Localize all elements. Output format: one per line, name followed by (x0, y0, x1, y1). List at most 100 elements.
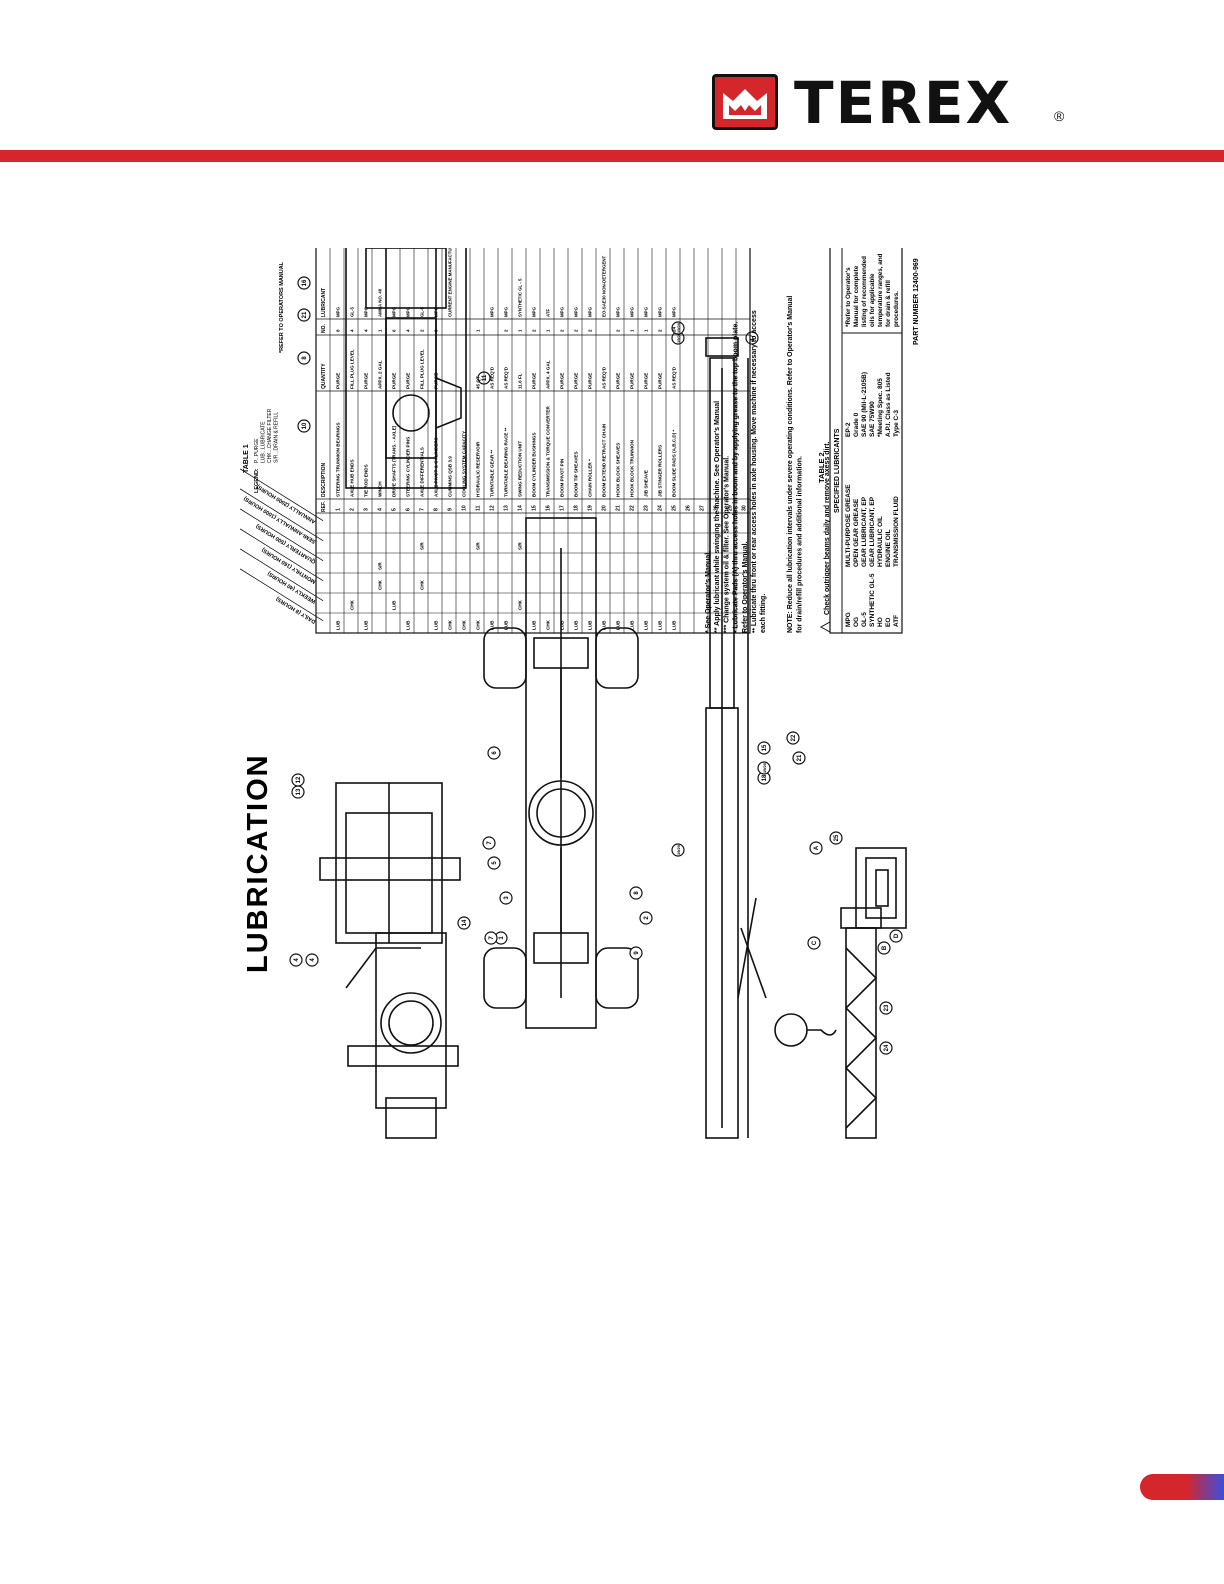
table-row-quantity: AS REQ'D (672, 366, 677, 389)
table-row-count: 2 (658, 329, 663, 332)
interval-header-rule (239, 568, 324, 622)
callout-marker: 10 (297, 419, 311, 433)
table-row-interval-mark: CHK (518, 599, 523, 610)
table-row-ref: 11 (476, 505, 482, 511)
callout-circle (879, 1041, 893, 1055)
callout-number: 21 (302, 311, 308, 318)
table1-note: *REFER TO OPERATORS MANUAL (279, 261, 285, 353)
lubricant-name: GEAR LUBRICANT, EP (869, 496, 876, 567)
footnote-line: •• Lubricate thru front or rear access h… (751, 310, 758, 633)
table-row-ref: 19 (588, 505, 594, 511)
callout-circle (639, 911, 653, 925)
table-row-count: 4 (350, 329, 355, 332)
table-row-lubricant: ATF (546, 308, 551, 317)
table-row-description: JIB STINGER ROLLERS (658, 445, 663, 497)
callout-marker: 16 (297, 276, 311, 290)
callout-number: 8 (302, 356, 308, 360)
table-row-interval-mark: CHK (546, 619, 551, 630)
callout-marker: 14 (457, 916, 471, 930)
callout-number: 14 (462, 919, 468, 926)
table-row-count: 1 (476, 329, 481, 332)
interval-header-rule (239, 528, 324, 582)
table-row-interval-mark: LUB (392, 600, 397, 610)
table-row-interval-mark: LUB (672, 620, 677, 630)
callout-marker: 21 (297, 308, 311, 322)
table1-legend-item: LUB...LUBRICATE (261, 421, 267, 463)
table-row-description: AXLE DIFFERENTIALS (420, 447, 425, 497)
table-row-ref: 7 (420, 508, 426, 511)
callout-number: D (894, 933, 900, 938)
callout-circle (877, 941, 891, 955)
table-row-description: HOOK BLOCK SHEAVES (616, 443, 621, 497)
jib-diagram (840, 907, 882, 1139)
table-row-lubricant: MPG (364, 306, 369, 317)
table1-legend-item: P...PURGE (254, 438, 260, 463)
table-row-ref: 5 (392, 508, 398, 511)
table-row-description: STEERING CYLINDER PINS (406, 437, 411, 497)
table-row-lubricant: MPG (658, 306, 663, 317)
crown-logo-icon (712, 74, 778, 130)
callout-number: 4 (310, 958, 316, 962)
table-row-interval-mark: LUB (616, 620, 621, 630)
page-title: LUBRICATION (242, 753, 274, 973)
lubricant-spec: A.P.I. Class as Listed (885, 372, 892, 437)
table-row-description: HOOK BLOCK TRUNNION (630, 439, 635, 497)
table-row-lubricant: EO-SAE30 NON-DETERGENT (602, 255, 607, 317)
lubricant-code: EO (885, 618, 892, 627)
table-row-ref: 30 (742, 505, 748, 511)
table-row-interval-mark: LUB (406, 620, 411, 630)
callout-circle (499, 891, 513, 905)
callout-circle (297, 276, 311, 290)
part-number: PART NUMBER 12400-969 (913, 258, 920, 345)
table-row-quantity: PURGE (532, 373, 537, 389)
callout-number: 7 (489, 936, 495, 940)
table-row-description: CUMMINS QSB 3.9 (448, 456, 453, 497)
table1-caption: TABLE 1 (243, 444, 250, 473)
table-row-description: BOOM TIP SHEAVES (574, 451, 579, 497)
brand-name: TEREX (794, 69, 1013, 137)
table-row-lubricant: CURRENT ENGINE MANUFACTURER'S MANUAL (448, 248, 453, 317)
table2-side-note: *Refer to Operator's (845, 267, 852, 327)
lubricant-spec: SAE 90 (Mil-L-2105B) (861, 372, 868, 437)
table2-side-note: Manual for complete (853, 265, 860, 327)
note-line: for drain/refill procedures and addition… (797, 456, 804, 633)
lubricant-name: MULTI-PURPOSE GREASE (845, 484, 852, 567)
callout-marker: 19/20 (671, 843, 685, 857)
hook-block-diagram (774, 1013, 837, 1047)
table2-heading: SPECIFIED LUBRICANTS (834, 428, 841, 513)
table1-column-header: REF. (321, 501, 327, 512)
callout-number: 18 (762, 774, 768, 781)
table-row-lubricant: MPG (588, 306, 593, 317)
footnote-line: each fitting. (760, 594, 767, 633)
table-row-quantity: PURGE (560, 373, 565, 389)
callout-circle (792, 751, 806, 765)
note-line: NOTE: Reduce all lubrication intervals u… (787, 296, 794, 633)
callout-number: 13 (296, 788, 302, 795)
table-row-description: SWING REDUCTION UNIT (518, 441, 523, 497)
callout-marker: 4 (305, 953, 319, 967)
table-row-count: 1 (630, 329, 635, 332)
table-row-ref: 15 (532, 505, 538, 511)
table-row-quantity: FILL PLUG LEVEL (420, 349, 425, 389)
table-row-interval-mark: S/R (420, 542, 425, 550)
table-row-count: 1 (546, 329, 551, 332)
callout-circle (809, 841, 823, 855)
table-row-interval-mark: CHK (462, 619, 467, 630)
table-row-description: TURNTABLE GEAR ** (490, 450, 495, 497)
table-row-quantity: PURGE (434, 373, 439, 389)
table-row-count: 8 (434, 329, 439, 332)
lubricant-code: OG (853, 617, 860, 627)
table-row-count: 4 (364, 329, 369, 332)
callout-marker: D (889, 929, 903, 943)
table-row-description: HYDRAULIC RESERVOIR (476, 441, 481, 497)
table1-legend-item: S/R...DRAIN & REFILL (274, 412, 280, 463)
table-row-ref: 9 (448, 508, 454, 511)
table-row-count: 2 (616, 329, 621, 332)
table-row-interval-mark: S/R (378, 562, 383, 570)
table2-side-note: temperature ranges, and (877, 253, 884, 327)
table-row-quantity: AS REQ'D (602, 366, 607, 389)
callout-number: 9 (634, 951, 640, 955)
table-row-ref: 10 (462, 505, 468, 511)
registered-mark: ® (1054, 108, 1065, 124)
